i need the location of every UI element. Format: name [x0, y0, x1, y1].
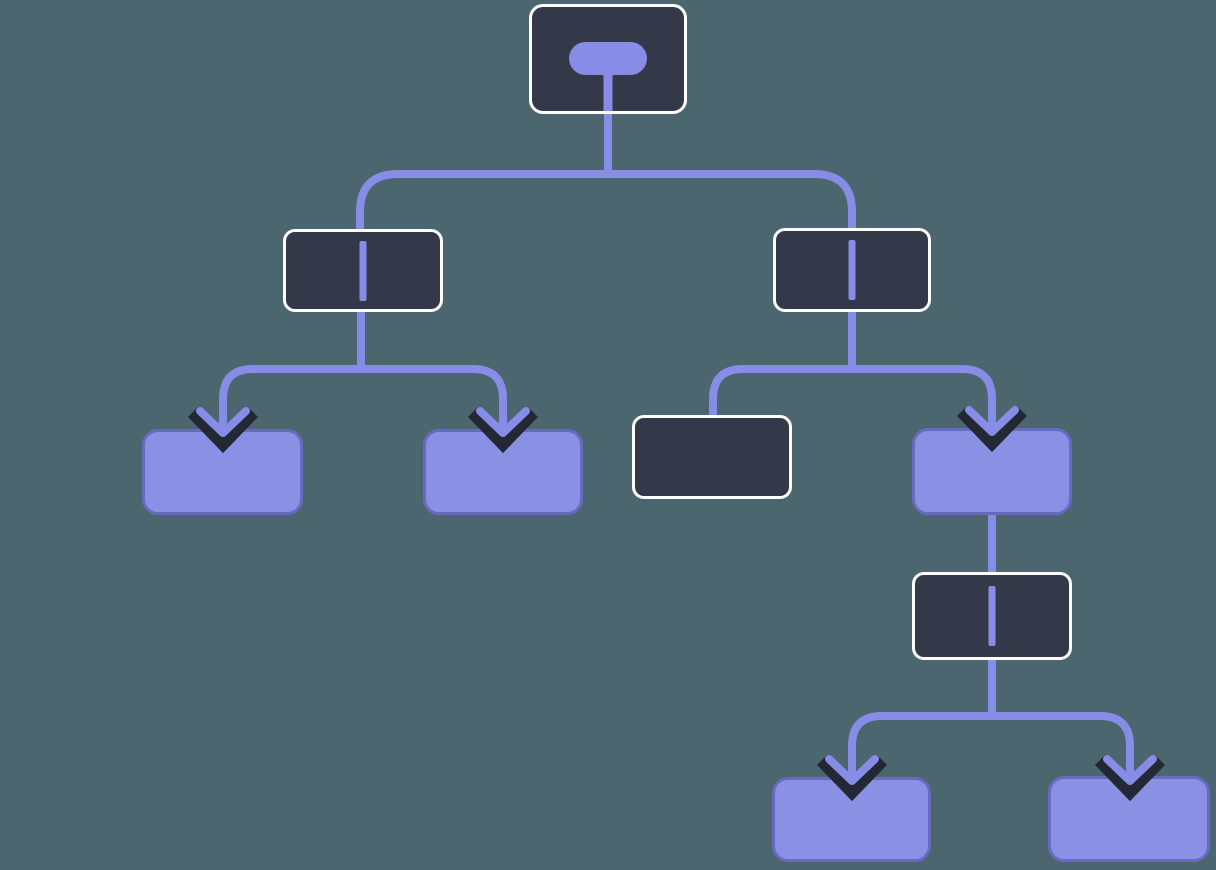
pass-node-bottom[interactable]	[912, 572, 1072, 660]
pass-node-right[interactable]	[773, 228, 931, 312]
edge-branch-bottom	[848, 712, 1134, 781]
plain-node[interactable]	[632, 415, 792, 499]
pass-node-left[interactable]	[283, 229, 443, 312]
vertical-bar-icon	[848, 240, 856, 300]
action-node-3[interactable]	[912, 428, 1072, 515]
action-node-5[interactable]	[1048, 776, 1210, 862]
vertical-bar-icon	[988, 586, 996, 646]
root-node[interactable]	[529, 4, 687, 114]
action-node-4[interactable]	[772, 777, 931, 862]
edge-branch-left	[219, 365, 507, 433]
action-node-1[interactable]	[142, 429, 303, 515]
root-pill-icon	[569, 42, 647, 75]
vertical-bar-icon	[359, 240, 367, 301]
action-node-2[interactable]	[423, 429, 583, 515]
root-pill-stem-icon	[603, 73, 613, 111]
edge-branch-level1	[356, 170, 856, 232]
